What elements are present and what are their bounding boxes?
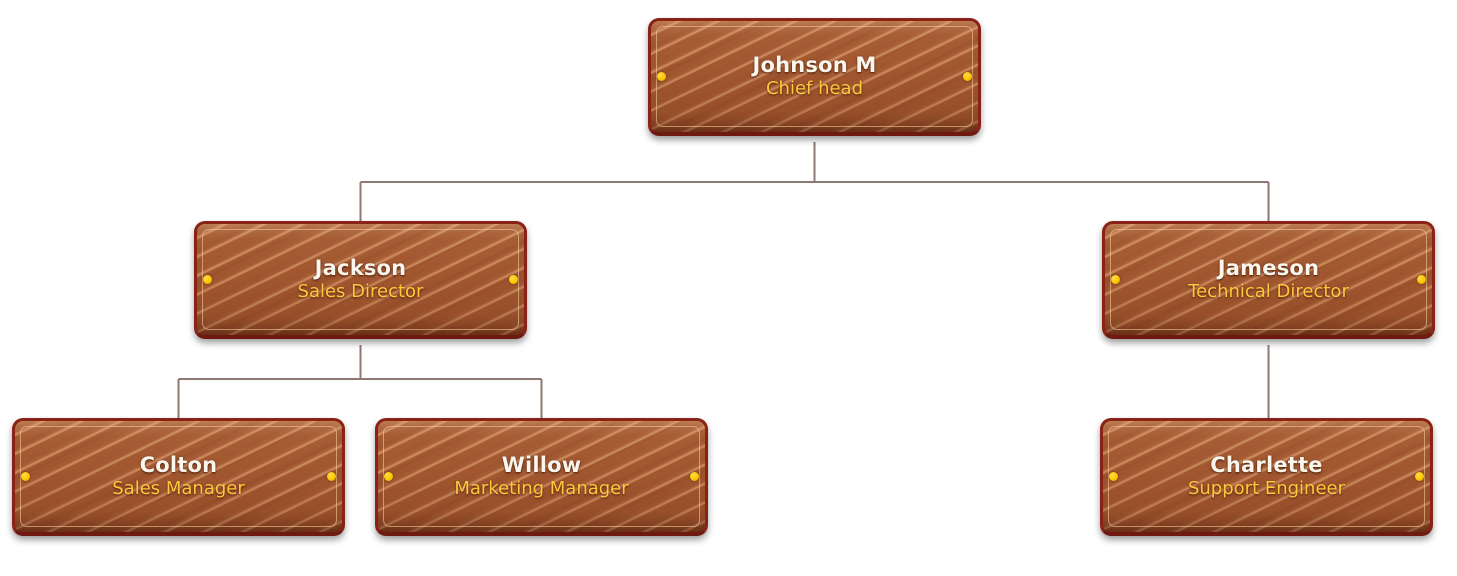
org-node-charlette[interactable]: Charlette Support Engineer [1100, 418, 1433, 536]
node-role: Support Engineer [1187, 478, 1346, 500]
node-name: Jackson [314, 255, 407, 280]
connector-dot-right[interactable] [509, 275, 518, 284]
node-label-group: Jameson Technical Director [1105, 255, 1432, 303]
org-node-colton[interactable]: Colton Sales Manager [12, 418, 345, 536]
connector-dot-right[interactable] [1417, 275, 1426, 284]
org-node-jackson[interactable]: Jackson Sales Director [194, 221, 527, 339]
connector-dot-right[interactable] [1415, 472, 1424, 481]
node-role: Sales Director [297, 281, 424, 303]
node-label-group: Willow Marketing Manager [378, 452, 705, 500]
org-node-johnson[interactable]: Johnson M Chief head [648, 18, 981, 136]
node-role: Chief head [765, 78, 864, 100]
connector-dot-right[interactable] [963, 72, 972, 81]
node-label-group: Charlette Support Engineer [1103, 452, 1430, 500]
node-name: Jameson [1217, 255, 1320, 280]
node-name: Johnson M [752, 52, 877, 77]
org-node-jameson[interactable]: Jameson Technical Director [1102, 221, 1435, 339]
connector-dot-left[interactable] [203, 275, 212, 284]
connector-dot-left[interactable] [384, 472, 393, 481]
node-name: Colton [139, 452, 218, 477]
node-name: Willow [501, 452, 582, 477]
node-label-group: Colton Sales Manager [15, 452, 342, 500]
connector-dot-left[interactable] [657, 72, 666, 81]
node-role: Sales Manager [112, 478, 245, 500]
connector-dot-right[interactable] [690, 472, 699, 481]
connector-dot-left[interactable] [21, 472, 30, 481]
connector-dot-left[interactable] [1111, 275, 1120, 284]
org-node-willow[interactable]: Willow Marketing Manager [375, 418, 708, 536]
node-label-group: Jackson Sales Director [197, 255, 524, 303]
node-role: Technical Director [1188, 281, 1349, 303]
connector-dot-right[interactable] [327, 472, 336, 481]
node-label-group: Johnson M Chief head [651, 52, 978, 100]
connector-dot-left[interactable] [1109, 472, 1118, 481]
node-name: Charlette [1210, 452, 1323, 477]
node-role: Marketing Manager [454, 478, 629, 500]
